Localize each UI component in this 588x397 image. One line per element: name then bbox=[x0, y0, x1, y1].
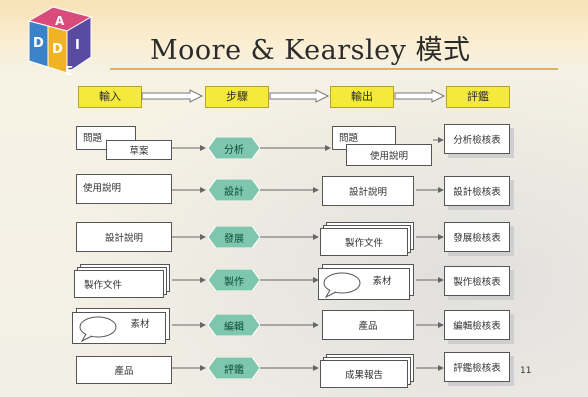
doc-input: 使用說明 bbox=[76, 174, 172, 204]
header-steps: 步驟 bbox=[205, 86, 269, 108]
process-step: 評鑑 bbox=[208, 357, 260, 379]
doc-output: 素材 bbox=[372, 276, 392, 287]
doc-input: 製作文件 bbox=[84, 280, 123, 291]
page-number: 11 bbox=[520, 366, 532, 376]
media-output: 素材 bbox=[318, 264, 416, 300]
doc-input: 素材 bbox=[130, 319, 150, 330]
logo-letter-d2: D bbox=[52, 42, 63, 57]
eval-checklist: 編輯檢核表 bbox=[444, 310, 510, 340]
logo-letter-a: A bbox=[55, 14, 65, 28]
step-label: 發展 bbox=[224, 233, 244, 245]
process-step: 製作 bbox=[208, 269, 260, 291]
step-label: 評鑑 bbox=[224, 364, 244, 376]
logo-letter-d1: D bbox=[33, 36, 44, 51]
doc-output: 產品 bbox=[322, 310, 414, 340]
header-evaluation: 評鑑 bbox=[446, 86, 510, 108]
step-label: 設計 bbox=[224, 186, 244, 198]
eval-checklist: 分析檢核表 bbox=[444, 124, 510, 154]
media-input: 素材 bbox=[72, 308, 172, 344]
doc-input: 產品 bbox=[76, 356, 172, 384]
title-band bbox=[0, 0, 588, 74]
logo-letter-e: E bbox=[65, 64, 73, 78]
step-label: 製作 bbox=[224, 276, 244, 288]
doc-output: 成果報告 bbox=[344, 370, 383, 381]
header-output: 輸出 bbox=[330, 86, 394, 108]
eval-checklist: 發展檢核表 bbox=[444, 222, 510, 252]
title-underline bbox=[110, 68, 558, 70]
eval-checklist: 設計檢核表 bbox=[444, 176, 510, 206]
speech-bubble-icon bbox=[323, 272, 361, 298]
process-step: 設計 bbox=[208, 179, 260, 201]
doc-output: 製作文件 bbox=[344, 238, 383, 249]
speech-bubble-icon bbox=[79, 316, 117, 342]
eval-checklist: 製作檢核表 bbox=[444, 266, 510, 296]
doc-stack-output: 製作文件 bbox=[320, 222, 416, 256]
doc-stack-input: 製作文件 bbox=[74, 264, 172, 298]
process-step: 分析 bbox=[208, 137, 260, 159]
doc-output: 設計說明 bbox=[322, 176, 414, 206]
doc-input: 設計說明 bbox=[76, 222, 172, 252]
doc-input: 草案 bbox=[106, 140, 172, 160]
doc-stack-output: 成果報告 bbox=[320, 354, 416, 388]
eval-checklist: 評鑑檢核表 bbox=[444, 352, 510, 382]
step-label: 分析 bbox=[224, 144, 244, 156]
addie-cube-logo: A D D I E bbox=[27, 6, 93, 78]
process-step: 發展 bbox=[208, 226, 260, 248]
page-title: Moore & Kearsley 模式 bbox=[150, 35, 471, 66]
step-label: 編輯 bbox=[224, 321, 244, 333]
header-arrows bbox=[141, 89, 446, 103]
doc-output: 使用說明 bbox=[346, 144, 432, 166]
process-step: 編輯 bbox=[208, 314, 260, 336]
logo-letter-i: I bbox=[75, 38, 80, 53]
header-input: 輸入 bbox=[78, 86, 142, 108]
